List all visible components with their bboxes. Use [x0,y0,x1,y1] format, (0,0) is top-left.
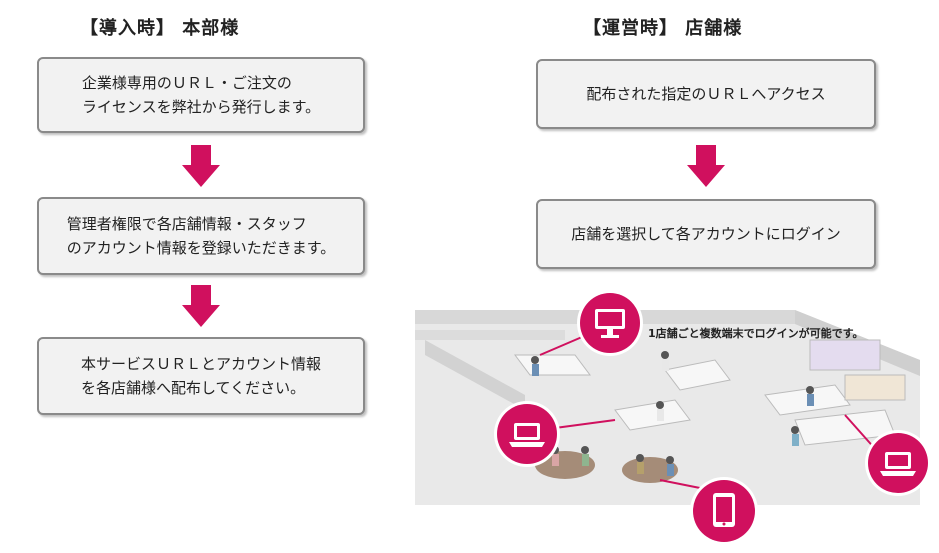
laptop-icon [880,452,916,476]
monitor-badge [580,293,640,353]
right-step-1: 配布された指定のＵＲＬへアクセス [536,59,876,129]
left-step-1: 企業様専用のＵＲＬ・ご注文の ライセンスを弊社から発行します。 [37,57,365,133]
left-step-2: 管理者権限で各店舗情報・スタッフ のアカウント情報を登録いただきます。 [37,197,365,275]
down-arrow-icon [182,285,220,327]
down-arrow-icon [182,145,220,187]
left-step-3: 本サービスＵＲＬとアカウント情報 を各店舗様へ配布してください。 [37,337,365,415]
laptop-icon [509,423,545,447]
tablet-icon [713,493,735,527]
tablet-badge [693,480,755,542]
laptop-badge-left [497,404,557,464]
laptop-badge-right [868,433,928,493]
monitor-icon [595,309,625,338]
left-heading: 【導入時】 本部様 [80,18,240,39]
illustration-caption: 1店舗ごと複数端末でログインが可能です。 [648,327,864,340]
right-step-2: 店舗を選択して各アカウントにログイン [536,199,876,269]
down-arrow-icon [687,145,725,187]
right-heading: 【運営時】 店舗様 [583,18,743,39]
